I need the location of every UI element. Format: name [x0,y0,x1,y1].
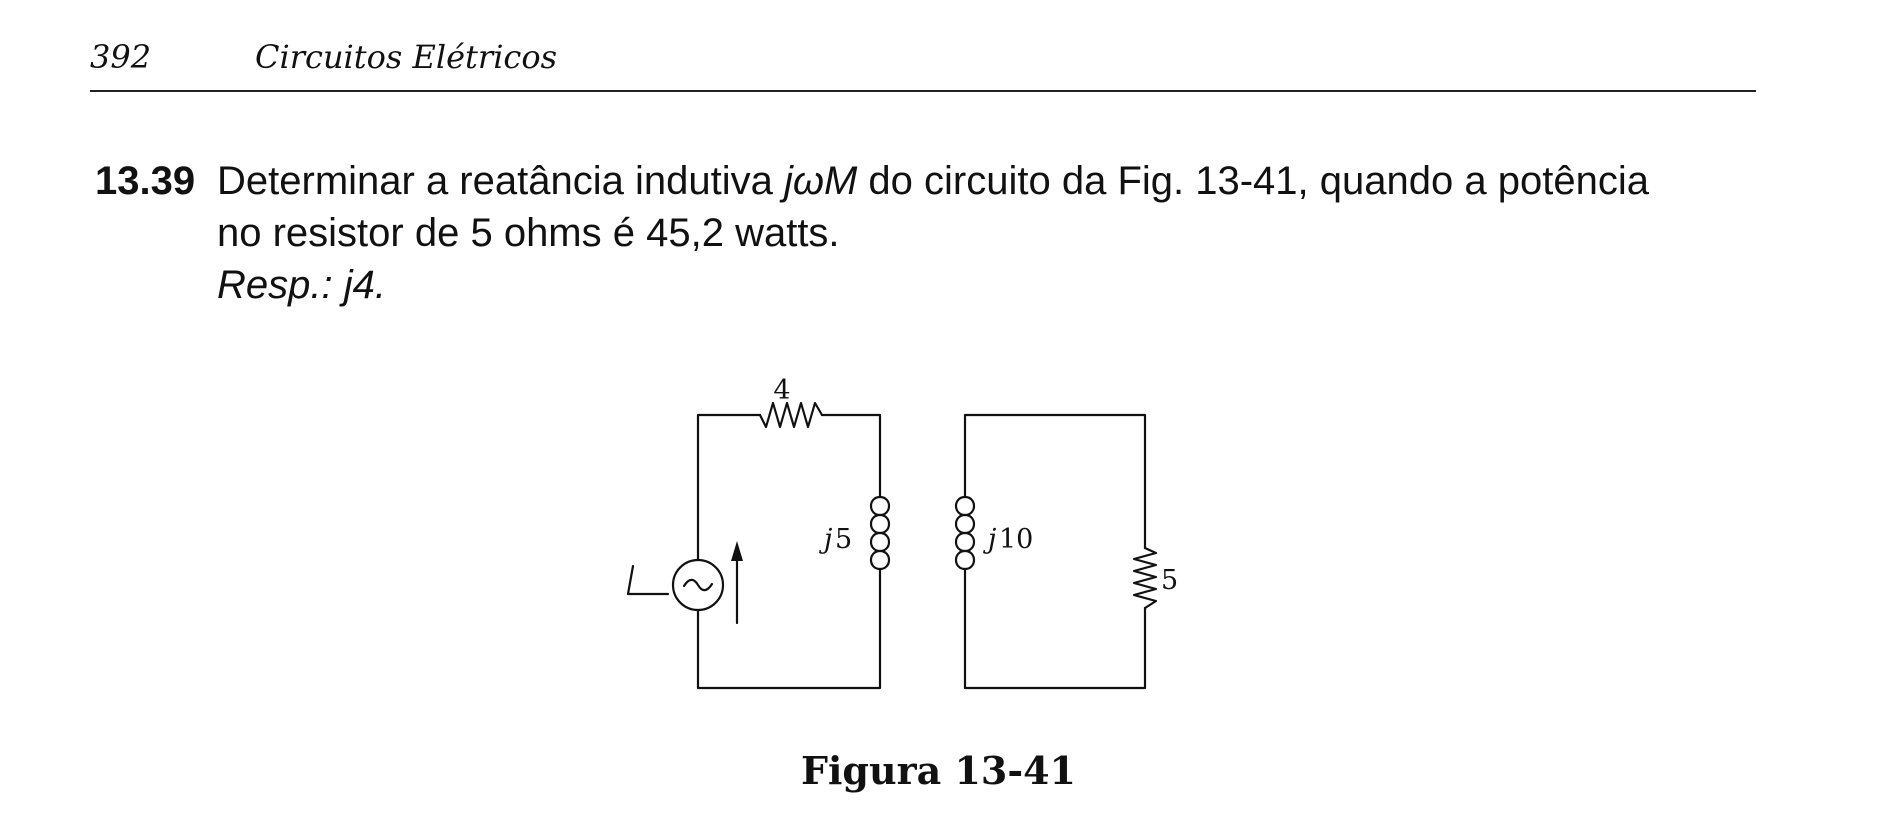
primary-wire-top-left [696,413,762,562]
primary-inductor-right [878,495,891,571]
source-tilde [682,578,714,592]
secondary-wire-bottom [963,567,1147,690]
secondary-inductor-value: 10 [999,524,1033,555]
voltage-source [671,558,725,612]
primary-resistor-label: 4 [773,375,790,406]
page-header: 392 Circuitos Elétricos [90,28,1756,92]
problem-number: 13.39 [95,159,196,203]
circuit-diagram: 4 50 0° j 5 j 10 5 [626,375,1178,690]
secondary-resistor [1132,546,1158,610]
secondary-inductor-j: j [983,524,996,555]
secondary-wire-left-top [963,413,1147,550]
problem-line-1: Determinar a reatância indutiva jωM do c… [217,155,1777,207]
primary-wire-top-right [820,413,882,499]
problem-text-part: do circuito da Fig. 13-41, quando a potê… [857,159,1649,203]
answer-value: 4. [352,263,386,307]
answer-j: j [343,263,353,307]
secondary-resistor-label: 5 [1161,565,1178,596]
primary-inductor [869,495,882,571]
primary-resistor [758,401,824,429]
current-arrow-head [731,541,743,561]
problem-statement: Determinar a reatância indutiva jωM do c… [217,155,1777,311]
book-title: Circuitos Elétricos [255,38,558,76]
primary-wire-right-bottom [696,567,882,690]
primary-inductor-value: 5 [835,524,852,555]
problem-line-2: no resistor de 5 ohms é 45,2 watts. [217,211,840,255]
figure-caption: Figura 13-41 [800,748,1077,793]
primary-inductor-j: j [819,524,832,555]
page-number: 392 [90,38,152,76]
source-angle-mark [626,564,670,596]
secondary-inductor [954,495,967,571]
answer-line: Resp.: j4. [217,259,1777,311]
problem-text-part: Determinar a reatância indutiva [217,159,784,203]
answer-label: Resp.: [217,263,344,307]
secondary-inductor-right [963,495,976,571]
circuit-figure: 4 50 0° j 5 j 10 5 [560,365,1280,710]
mutual-reactance-symbol: jωM [783,159,858,203]
